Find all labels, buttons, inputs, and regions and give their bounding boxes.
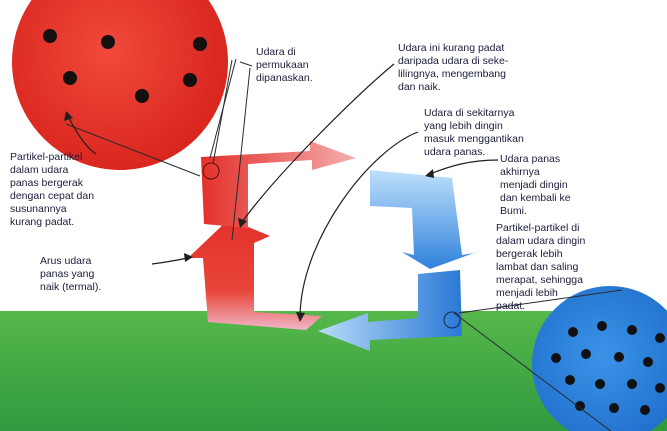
label-warm-cools-returns: Udara panas akhirnya menjadi dingin dan … [500,153,630,218]
particle [655,383,665,393]
label-hot-particles: Partikel-partikel dalam udara panas berg… [10,151,170,229]
particle [614,352,624,362]
particle [643,357,653,367]
particle [551,353,561,363]
particle [627,325,637,335]
particle [581,349,591,359]
cooling-air-arrow [370,170,474,269]
particle [193,37,207,51]
particle [43,29,57,43]
particle [655,333,665,343]
particle [183,73,197,87]
particle [597,321,607,331]
particle [609,403,619,413]
label-thermal-current: Arus udara panas yang naik (termal). [40,255,150,294]
particle [101,35,115,49]
particle [627,379,637,389]
label-surface-heated: Udara di permukaan dipanaskan. [256,46,356,85]
label-cooler-replaces: Udara di sekitarnya yang lebih dingin ma… [424,107,604,159]
particle [63,71,77,85]
particle [640,405,650,415]
label-cold-particles: Partikel-partikel di dalam udara dingin … [496,222,666,313]
particle [595,379,605,389]
particle [565,375,575,385]
particle [575,401,585,411]
particle [568,327,578,337]
particle [135,89,149,103]
arrowhead [184,253,193,262]
label-less-dense-rises: Udara ini kurang padat daripada udara di… [398,42,568,94]
